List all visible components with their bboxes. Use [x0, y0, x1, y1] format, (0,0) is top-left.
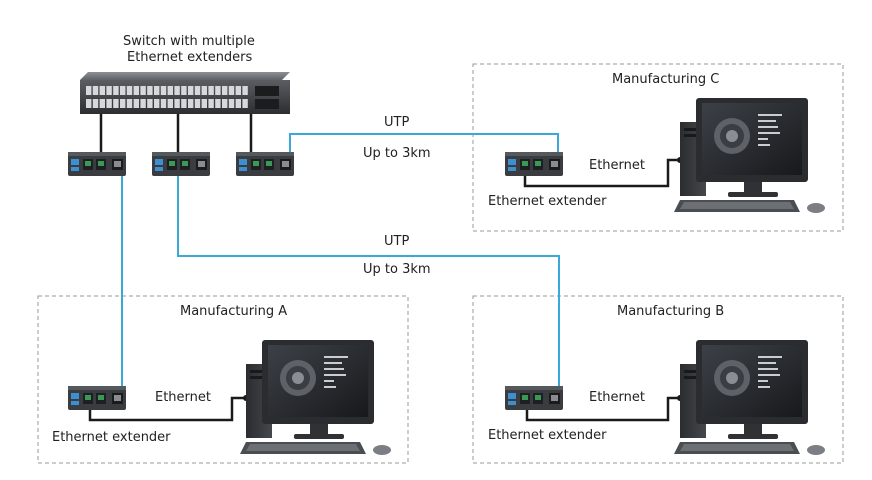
switch-port — [92, 86, 99, 95]
ethernet-extender-c — [505, 152, 563, 176]
ethernet-label-b: Ethernet — [589, 390, 645, 405]
zone-title-a: Manufacturing A — [180, 304, 288, 319]
switch-port — [242, 99, 248, 108]
workstation-a — [240, 340, 391, 455]
switch-port — [160, 99, 167, 108]
switch-title-line1: Switch with multiple — [123, 34, 255, 49]
switch-port — [194, 86, 201, 95]
switch-port — [86, 99, 92, 108]
zone-title-b: Manufacturing B — [617, 304, 725, 319]
switch-port — [99, 99, 105, 108]
ethernet-extender-switch-2 — [152, 152, 210, 176]
switch-port — [235, 99, 241, 108]
switch-port — [113, 86, 119, 95]
switch-port — [242, 86, 248, 95]
workstation-c — [674, 98, 825, 213]
switch-port — [181, 99, 187, 108]
zone-title-c: Manufacturing C — [612, 72, 720, 87]
switch-port — [133, 99, 139, 108]
switch-port — [188, 86, 194, 95]
switch-port — [188, 99, 194, 108]
network-switch — [80, 72, 290, 114]
switch-port — [201, 86, 207, 95]
extender-label-b: Ethernet extender — [488, 428, 607, 443]
link-top-medium: UTP — [384, 115, 410, 130]
workstation-b — [674, 340, 825, 455]
ethernet-extender-switch-3 — [236, 152, 294, 176]
switch-port — [228, 86, 235, 95]
zone-manufacturing-a — [37, 295, 409, 464]
switch-title-line2: Ethernet extenders — [127, 50, 253, 65]
switch-port — [120, 99, 126, 108]
switch-port — [208, 86, 214, 95]
utp-cable-to-c — [289, 133, 559, 164]
switch-port — [147, 86, 153, 95]
switch-port — [133, 86, 139, 95]
ethernet-extender-b — [505, 386, 563, 410]
switch-port — [99, 86, 105, 95]
extender-label-a: Ethernet extender — [52, 430, 171, 445]
switch-port — [215, 99, 221, 108]
switch-port — [140, 99, 146, 108]
extender-label-c: Ethernet extender — [488, 194, 607, 209]
switch-port — [181, 86, 187, 95]
ethernet-cable-a — [88, 396, 246, 422]
switch-port — [208, 99, 214, 108]
link-middle-medium: UTP — [384, 234, 410, 249]
switch-port — [92, 99, 99, 108]
switch-port — [228, 99, 235, 108]
switch-port — [201, 99, 207, 108]
ethernet-cable-c — [523, 158, 680, 188]
switch-port — [120, 86, 126, 95]
ethernet-extender-a — [68, 386, 126, 410]
switch-port — [126, 86, 133, 95]
link-middle-distance: Up to 3km — [363, 262, 431, 277]
switch-port — [194, 99, 201, 108]
switch-port — [160, 86, 167, 95]
link-top-distance: Up to 3km — [363, 146, 431, 161]
switch-port — [113, 99, 119, 108]
switch-port — [167, 99, 173, 108]
utp-cable-to-b — [177, 164, 560, 394]
switch-port — [235, 86, 241, 95]
switch-port — [167, 86, 173, 95]
ethernet-label-c: Ethernet — [589, 158, 645, 173]
switch-port — [140, 86, 146, 95]
switch-port — [174, 99, 180, 108]
switch-port — [126, 99, 133, 108]
switch-port — [147, 99, 153, 108]
switch-port — [86, 86, 92, 95]
zone-manufacturing-b — [472, 295, 844, 464]
switch-port — [154, 86, 160, 95]
switch-port — [174, 86, 180, 95]
switch-port — [222, 86, 228, 95]
ethernet-cable-b — [525, 396, 680, 422]
zone-manufacturing-c — [472, 63, 844, 232]
ethernet-extender-switch-1 — [68, 152, 126, 176]
switch-port — [154, 99, 160, 108]
switch-port — [106, 86, 112, 95]
switch-port — [215, 86, 221, 95]
ethernet-label-a: Ethernet — [155, 390, 211, 405]
switch-port — [106, 99, 112, 108]
switch-port — [222, 99, 228, 108]
